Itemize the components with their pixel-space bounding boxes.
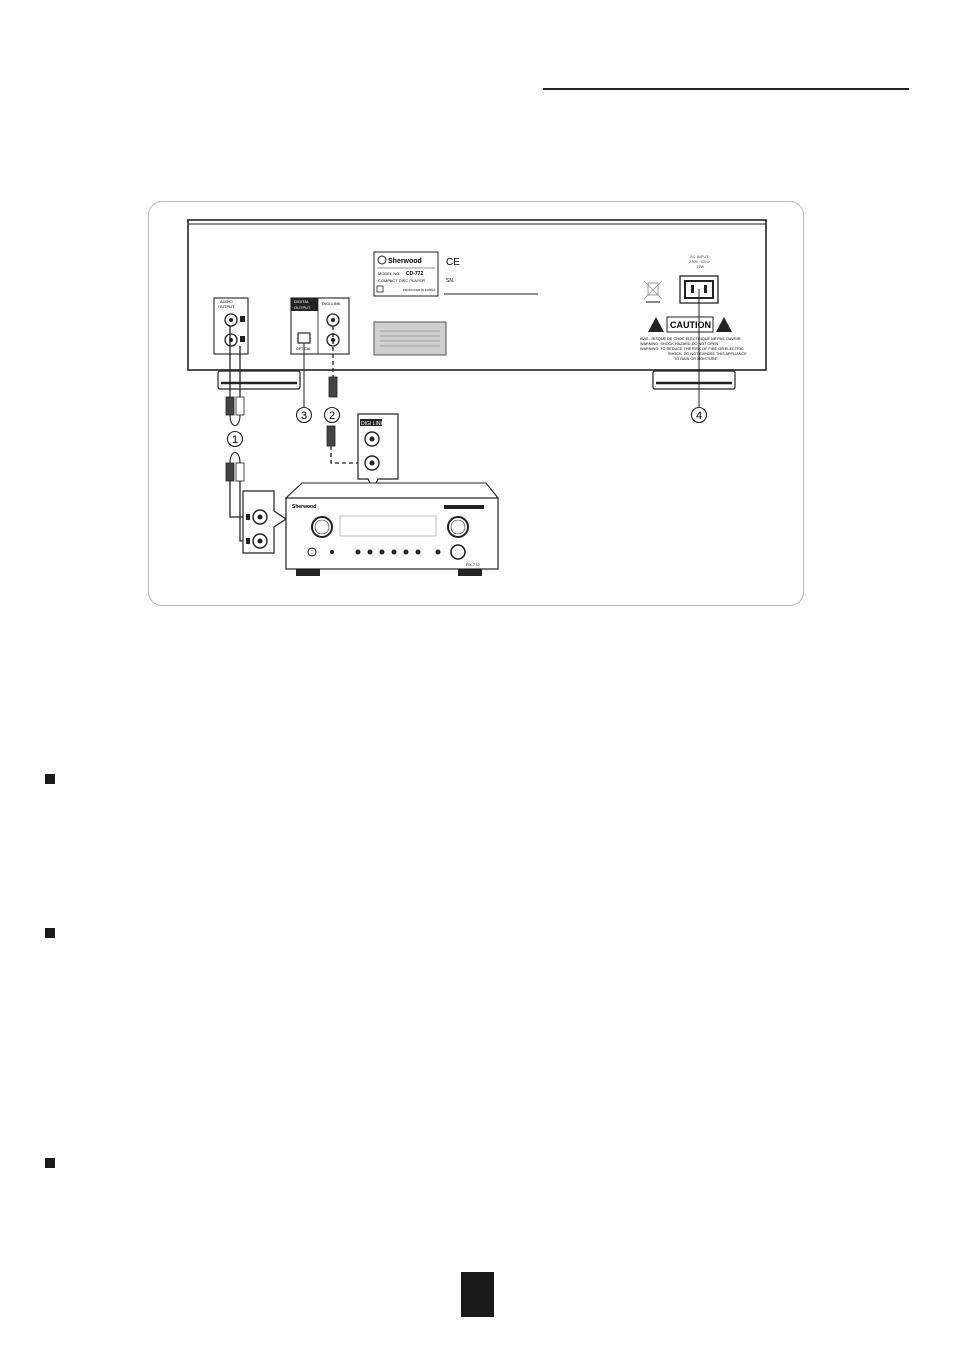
callout-2-marker xyxy=(323,406,341,424)
rca-plug-top-right xyxy=(235,396,245,416)
ac-input-label-line3: 15W xyxy=(696,264,704,269)
receiver-tuning-knob[interactable] xyxy=(450,544,466,560)
receiver-digilink-label: DIGI LINK xyxy=(361,421,384,427)
callout-4: 4 xyxy=(696,410,702,422)
digital-output-label-line1: DIGITAL xyxy=(294,299,310,304)
warning-line-3: WARNING: TO REDUCE THE RISK OF FIRE OR E… xyxy=(640,347,744,351)
digital-output-jacks: DIGITAL OUTPUT DIGI-LINK OPTICAL xyxy=(290,297,350,355)
receiver-brand: Sherwood xyxy=(292,504,316,510)
av-receiver: Sherwood RX-772 xyxy=(284,482,500,576)
audio-output-jacks: AUDIO OUTPUT xyxy=(213,297,249,355)
digilink-jack-label: DIGI-LINK xyxy=(322,301,341,306)
callout-2: 2 xyxy=(329,410,335,422)
header-rule xyxy=(543,88,909,90)
digilink-plug-bottom xyxy=(326,425,336,447)
label-model-caption: MODEL NO. xyxy=(378,271,400,276)
callout-4-marker xyxy=(690,406,708,424)
serial-label: SN. xyxy=(446,278,454,284)
callout-3-marker xyxy=(295,406,313,424)
receiver-audio-input-callout xyxy=(242,490,288,554)
receiver-foot-left xyxy=(296,569,320,576)
rca-plug-top-left xyxy=(225,396,235,416)
optical-output-jack[interactable] xyxy=(297,332,311,344)
label-product-type: COMPACT DISC PLAYER xyxy=(378,278,425,283)
weee-recycle-icon xyxy=(643,280,663,303)
warning-line-1: AVIS : RISQUE DE CHOC ELECTRIQUE NE PAS … xyxy=(640,337,742,341)
caution-label: CAUTION xyxy=(670,320,711,330)
digital-output-label-line2: OUTPUT xyxy=(294,305,311,310)
warning-triangle-icon-right xyxy=(716,317,732,332)
receiver-foot-right xyxy=(458,569,482,576)
receiver-display xyxy=(339,515,437,537)
rca-plug-bottom-right xyxy=(235,462,245,482)
rca-plug-bottom-left xyxy=(225,462,235,482)
callout-3: 3 xyxy=(301,410,307,422)
label-made-in: PRODUCED IN KOREA xyxy=(403,288,435,292)
audio-output-label-line2: OUTPUT xyxy=(218,304,235,309)
label-model-number: CD-772 xyxy=(406,271,423,277)
page-number-tab xyxy=(461,1272,494,1317)
label-brand: Sherwood xyxy=(388,258,422,265)
model-label-plate: Sherwood MODEL NO. CD-772 COMPACT DISC P… xyxy=(373,251,439,297)
receiver-model-text: RX-772 xyxy=(466,562,480,567)
warning-line-5: TO RAIN OR MOISTURE. xyxy=(674,357,718,361)
callout-1-marker xyxy=(226,430,244,448)
laser-warning-sticker xyxy=(373,321,447,356)
cd-player-rear-panel xyxy=(187,219,767,371)
ac-input-label-line1: AC INPUT xyxy=(690,254,709,259)
section-bullet-2 xyxy=(45,928,55,938)
cd-player-foot-left xyxy=(217,370,301,390)
cd-player-foot-right xyxy=(652,370,736,390)
ac-input-label-line2: 230V~50Hz xyxy=(689,259,710,264)
caution-warning-block: CAUTION AVIS : RISQUE DE CHOC ELECTRIQUE… xyxy=(640,316,747,361)
section-bullet-3 xyxy=(45,1158,55,1168)
connection-diagram: Sherwood MODEL NO. CD-772 COMPACT DISC P… xyxy=(187,219,767,576)
receiver-power-button[interactable] xyxy=(307,547,317,557)
audio-output-label-line1: AUDIO xyxy=(220,299,233,304)
warning-line-4: SHOCK, DO NOT EXPOSE THIS APPLIANCE xyxy=(668,352,747,356)
ce-mark: CE xyxy=(446,257,460,268)
digilink-plug-top xyxy=(328,376,338,398)
warning-triangle-icon xyxy=(648,317,664,332)
receiver-digilink-callout: DIGI LINK xyxy=(357,413,399,491)
callout-1: 1 xyxy=(232,434,238,446)
section-bullet-1 xyxy=(45,774,55,784)
warning-line-2: WARNING: SHOCK HAZARD-DO NOT OPEN. xyxy=(640,342,719,346)
